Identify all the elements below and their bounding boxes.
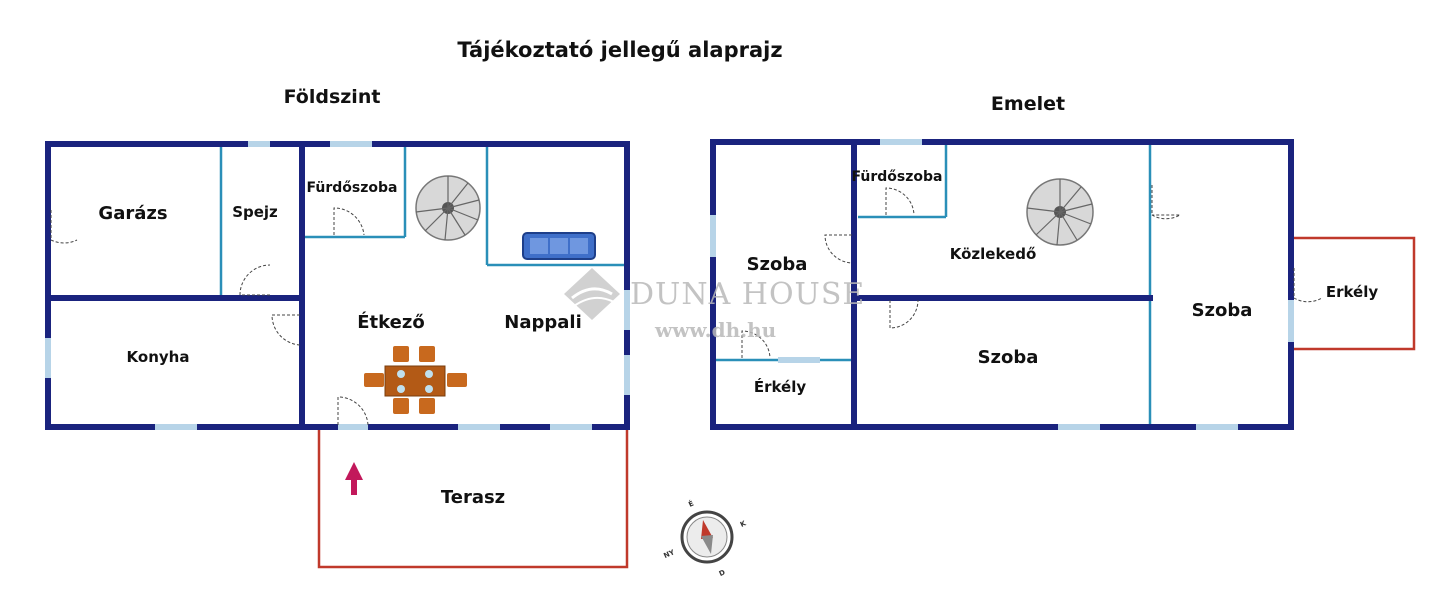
- compass-rose-icon: É K D NY: [663, 499, 748, 578]
- duna-house-logo-icon: [564, 268, 620, 320]
- upper-outer-walls: [710, 139, 1294, 430]
- room-label-pantry: Spejz: [232, 203, 278, 221]
- upper-floor-plan: Szoba Fürdőszoba Közlekedő Szoba Szoba É…: [710, 139, 1416, 430]
- compass-south: D: [718, 568, 727, 578]
- compass-east: K: [739, 519, 748, 529]
- room-label-upper-bathroom: Fürdőszoba: [852, 169, 943, 185]
- upper-floor-label: Emelet: [991, 93, 1065, 115]
- compass-north: É: [687, 499, 695, 509]
- ground-windows: [45, 141, 630, 430]
- room-label-balcony-right: Erkély: [1326, 283, 1379, 301]
- ground-inner-walls: [219, 145, 627, 297]
- compass-west: NY: [663, 548, 677, 560]
- upper-doors: [741, 185, 1323, 359]
- room-label-living: Nappali: [504, 312, 581, 333]
- room-label-ground-bathroom: Fürdőszoba: [307, 180, 398, 196]
- ground-floor-plan: Garázs Spejz Fürdőszoba Konyha Étkező Na…: [45, 141, 630, 569]
- room-label-upper-room-left: Szoba: [747, 254, 808, 275]
- watermark: DUNA HOUSE www.dh.hu: [564, 268, 865, 342]
- room-label-kitchen: Konyha: [127, 348, 190, 366]
- plan-title: Tájékoztató jellegű alaprajz: [457, 38, 782, 62]
- room-label-corridor: Közlekedő: [950, 245, 1037, 263]
- ground-spiral-staircase: [415, 175, 481, 241]
- ground-floor-label: Földszint: [284, 86, 381, 108]
- ground-doors: [50, 207, 369, 426]
- upper-spiral-staircase: [1026, 178, 1094, 246]
- dining-table: [364, 346, 467, 414]
- upper-windows: [710, 139, 1294, 430]
- watermark-url: www.dh.hu: [654, 318, 776, 342]
- watermark-brand: DUNA HOUSE: [630, 277, 865, 312]
- entrance-arrow-icon: [345, 462, 363, 495]
- room-label-garage: Garázs: [98, 203, 167, 224]
- sofa: [522, 232, 596, 260]
- room-label-dining: Étkező: [357, 311, 424, 333]
- room-label-balcony-left: Érkély: [754, 377, 807, 396]
- room-label-upper-room-middle: Szoba: [978, 347, 1039, 368]
- room-label-upper-room-right: Szoba: [1192, 300, 1253, 321]
- room-label-terrace: Terasz: [441, 487, 505, 508]
